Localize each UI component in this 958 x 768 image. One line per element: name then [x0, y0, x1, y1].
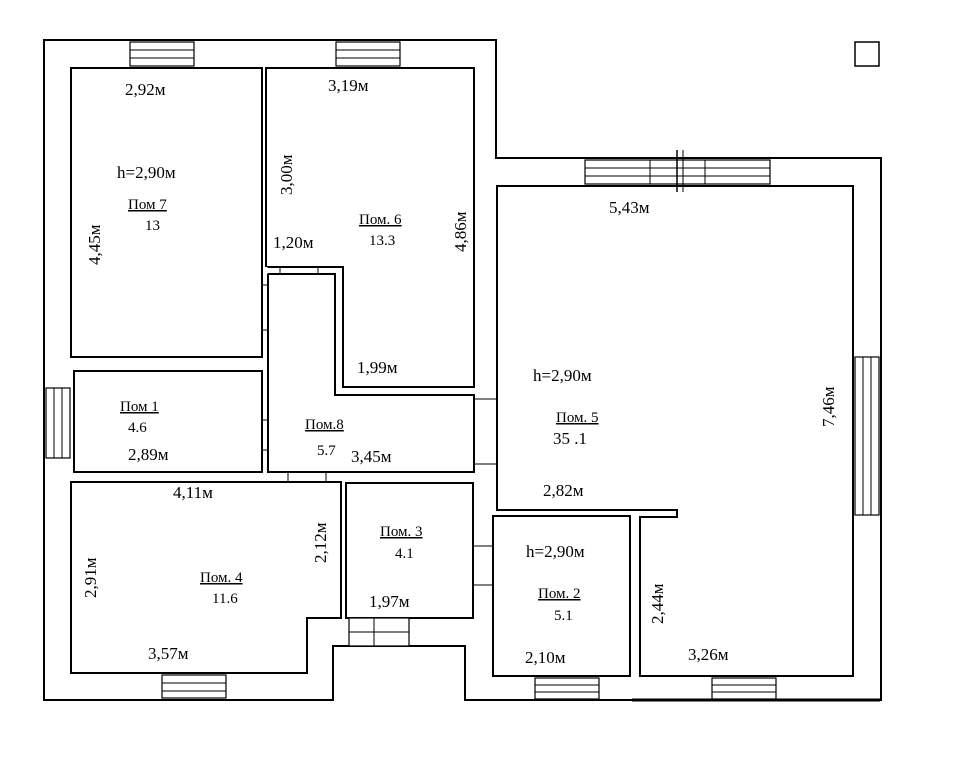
window-top-room6 — [335, 41, 401, 67]
room-6-name: Пом. 6 — [359, 212, 402, 228]
window-bottom-room5 — [711, 677, 777, 700]
window-right-room5 — [854, 356, 880, 516]
room-2-name: Пом. 2 — [538, 586, 581, 602]
room-6-area: 13.3 — [369, 233, 395, 249]
room-7-name: Пом 7 — [128, 197, 167, 213]
room-8 — [267, 273, 475, 473]
dim-label: 4,86м — [451, 211, 470, 252]
dim-label: 1,20м — [273, 233, 314, 252]
dim-label: 5,43м — [609, 198, 650, 217]
room-7-area: 13 — [145, 218, 160, 234]
dim-label: 2,91м — [81, 557, 100, 598]
dim-label: 7,46м — [819, 386, 838, 427]
room-5-name: Пом. 5 — [556, 410, 599, 426]
ceiling-height: h=2,90м — [526, 542, 585, 561]
room-8-name: Пом.8 — [305, 417, 344, 433]
dim-label: 4,45м — [85, 224, 104, 265]
dim-label: 2,89м — [128, 445, 169, 464]
corner-checkbox[interactable] — [854, 41, 880, 67]
window-top-room5 — [584, 150, 771, 192]
window-bottom-room2 — [534, 677, 600, 700]
dim-label: 1,99м — [357, 358, 398, 377]
room-1-name: Пом 1 — [120, 399, 159, 415]
outer-wall — [43, 39, 882, 701]
ceiling-height: h=2,90м — [533, 366, 592, 385]
room-1 — [73, 370, 263, 473]
window-left-room1 — [45, 387, 71, 459]
room-3-name: Пом. 3 — [380, 524, 423, 540]
room-2-area: 5.1 — [554, 608, 573, 624]
dim-label: 2,92м — [125, 80, 166, 99]
ceiling-height: h=2,90м — [117, 163, 176, 182]
dim-label: 2,10м — [525, 648, 566, 667]
room-2 — [492, 515, 631, 677]
room-3 — [345, 482, 474, 619]
room-4-area: 11.6 — [212, 591, 238, 607]
room-5 — [496, 185, 854, 677]
room-8-area: 5.7 — [317, 443, 336, 459]
room-4 — [70, 481, 342, 674]
dim-label: 3,26м — [688, 645, 729, 664]
window-top-room7 — [129, 41, 195, 67]
dim-label: 2,12м — [311, 522, 330, 563]
room-7 — [70, 67, 263, 358]
dim-label: 3,45м — [351, 447, 392, 466]
dim-label: 2,82м — [543, 481, 584, 500]
dim-label: 3,19м — [328, 76, 369, 95]
dim-label: 3,00м — [277, 154, 296, 195]
dim-label: 4,11м — [173, 483, 213, 502]
dim-label: 2,44м — [648, 583, 667, 624]
room-1-area: 4.6 — [128, 420, 147, 436]
room-5-area: 35 .1 — [553, 429, 587, 448]
room-4-name: Пом. 4 — [200, 570, 243, 586]
dim-label: 3,57м — [148, 644, 189, 663]
dim-label: 1,97м — [369, 592, 410, 611]
room-3-area: 4.1 — [395, 546, 414, 562]
window-bottom-room4 — [161, 674, 227, 699]
